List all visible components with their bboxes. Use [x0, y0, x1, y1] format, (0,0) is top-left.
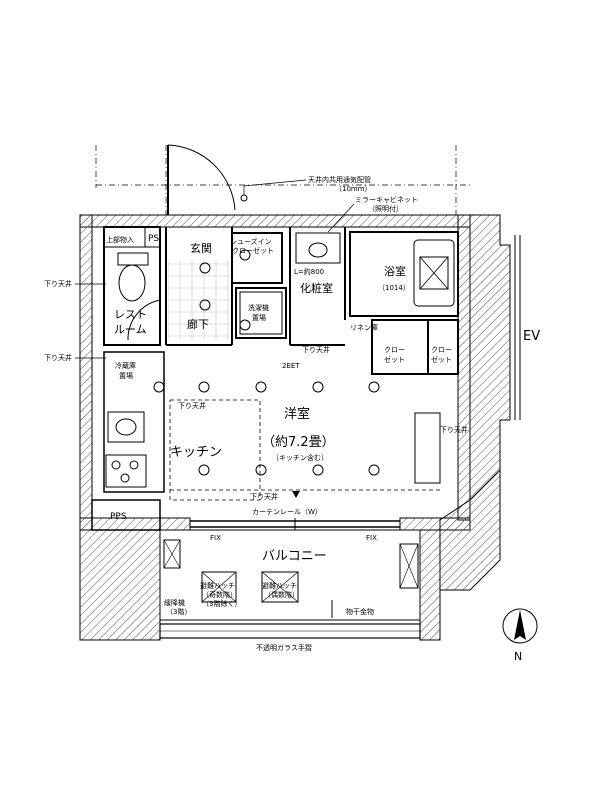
- room-label: 洋室: [284, 406, 310, 422]
- balcony-area: [159, 529, 421, 621]
- closet-1-line2: ゼット: [384, 355, 405, 364]
- closet-2-line1: クロー: [431, 346, 452, 354]
- ceiling-lights: [153, 249, 380, 476]
- curtain-marker: [292, 491, 300, 498]
- soffit-label-left-2: 下り天井: [44, 353, 72, 362]
- bathtub: [413, 239, 455, 307]
- kitchen-sink: [107, 411, 145, 443]
- duct-marker: [240, 194, 248, 202]
- ev-label: EV: [523, 329, 540, 344]
- kitchen-label: キッチン: [170, 445, 222, 460]
- shoe-closet-line2: クローゼット: [232, 246, 274, 255]
- corridor-label: 廊下: [187, 317, 209, 331]
- rinse-label: リネン庫: [350, 323, 378, 332]
- mirror-cabinet-line2: （照明付）: [368, 204, 403, 213]
- duct-note-line2: （10mm）: [335, 185, 372, 193]
- toilet-fixture: [117, 252, 149, 302]
- vanity-dim-label: L=約800: [294, 267, 324, 276]
- mirror-cabinet-line1: ミラーキャビネット: [355, 195, 418, 204]
- evac-hatch-2-line2: （偶数階）: [264, 590, 299, 599]
- vanity-sink: [295, 232, 341, 264]
- balcony-railing: [159, 623, 421, 639]
- vent-box-right: [399, 543, 419, 589]
- shoe-closet-line1: シューズイン: [230, 237, 272, 246]
- entrance-label: 玄関: [190, 241, 212, 255]
- kitchen-stove: [105, 454, 147, 488]
- room-size-label: （約7.2畳）: [262, 435, 335, 450]
- toilet-label-line1: レスト: [114, 308, 147, 321]
- north-arrow-icon: [502, 608, 538, 644]
- laundry-pole-label: 物干金物: [346, 607, 374, 616]
- exterior-walls: [79, 214, 471, 531]
- soffit-label-bottom: 下り天井: [250, 492, 278, 501]
- closet-2-line2: ゼット: [431, 355, 452, 364]
- grid-lines: [95, 145, 470, 215]
- fridge-label-line2: 置場: [119, 371, 133, 380]
- soffit-label-top: 下り天井: [302, 345, 330, 354]
- vanity-label: 化粧室: [300, 281, 333, 295]
- pps-label: PPS: [110, 512, 127, 522]
- vent-box-left: [163, 539, 181, 569]
- washer-label-line2: 置場: [252, 313, 266, 322]
- interior-walls: [91, 226, 459, 531]
- bath-label: 浴室: [384, 264, 406, 278]
- duct-leader: [243, 179, 307, 187]
- entrance-door[interactable]: [167, 144, 236, 215]
- structure-right: [439, 214, 521, 591]
- descender-line2: （3階）: [166, 607, 191, 616]
- evac-hatch-2-line1: 避難ハッチ: [262, 581, 297, 590]
- fix-left-label: FIX: [210, 534, 221, 542]
- balcony-label: バルコニー: [262, 549, 327, 564]
- soffit-label-right: 下り天井: [440, 425, 468, 434]
- toilet-door[interactable]: [127, 299, 161, 341]
- mark-2eet-a: 2EET: [282, 362, 300, 370]
- closet-1-line1: クロー: [384, 346, 405, 354]
- soffit-label-kitchen: 下り天井: [178, 401, 206, 410]
- entrance-tiles: [168, 260, 230, 340]
- evac-hatch-1: [201, 571, 237, 603]
- washer-label-line1: 洗濯機: [248, 303, 269, 312]
- glass-rail-label: 不透明ガラス手摺: [256, 643, 312, 652]
- fridge-label-line1: 冷蔵庫: [115, 361, 136, 370]
- washer-box: [239, 291, 283, 335]
- evac-hatch-2: [261, 571, 299, 603]
- duct-note-line1: 天井内共用通気配管: [308, 175, 371, 184]
- north-label: N: [514, 650, 522, 663]
- soffit-label-left-1: 下り天井: [44, 279, 72, 288]
- curtain-rail-label: カーテンレール（W）: [252, 508, 322, 516]
- top-storage-label: 上部物入: [106, 235, 134, 244]
- descender-line1: 緩降機: [164, 598, 185, 607]
- evac-hatch-1-line2: （奇数階）: [202, 590, 237, 599]
- ps-top-label: PS: [148, 234, 159, 244]
- evac-hatch-1-line3: （3階除く）: [202, 599, 241, 608]
- evac-hatch-1-line1: 避難ハッチ: [200, 581, 235, 590]
- soffit-outlines: [169, 399, 440, 501]
- fix-right-label: FIX: [366, 534, 377, 542]
- room-note-label: （キッチン含む）: [272, 453, 328, 462]
- bath-size-label: （1014）: [378, 284, 410, 292]
- balcony-window[interactable]: [190, 518, 400, 530]
- toilet-label-line2: ルーム: [114, 323, 147, 336]
